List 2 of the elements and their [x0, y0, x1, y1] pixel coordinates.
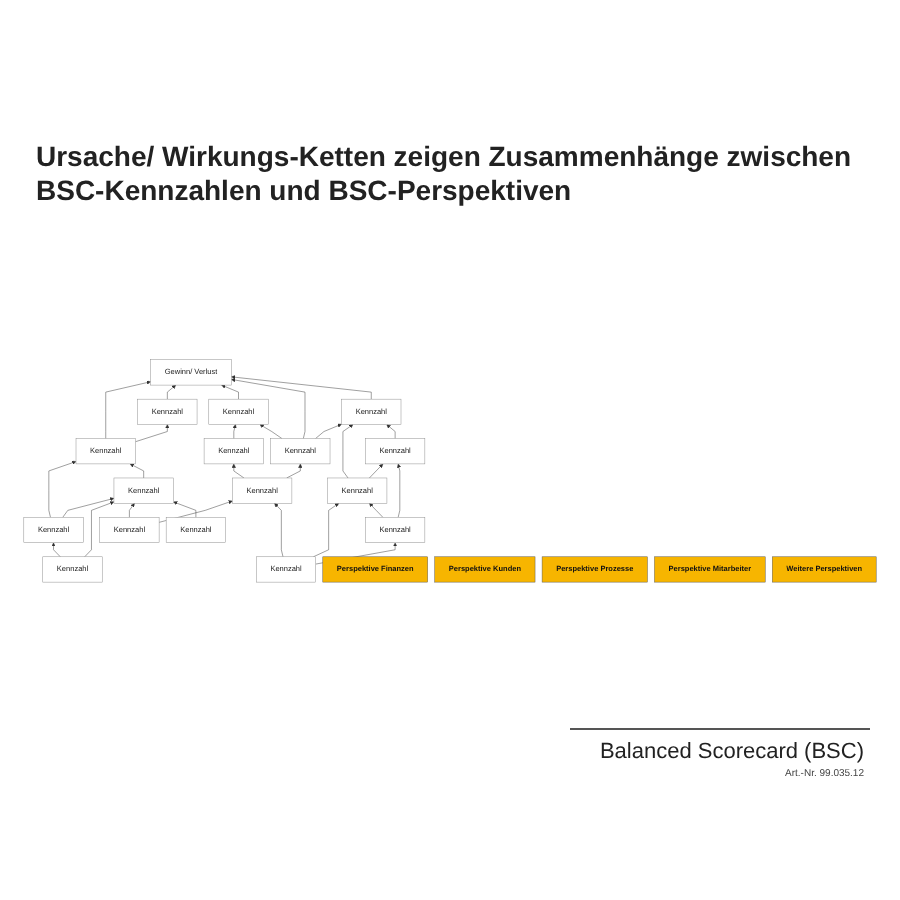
title: Ursache/ Wirkungs-Ketten zeigen Zusammenhänge zwischen BSC-Kennzahlen und BSC-Perspektiven — [36, 140, 854, 208]
footer-text: Balanced Scorecard (BSC) — [599, 740, 864, 764]
